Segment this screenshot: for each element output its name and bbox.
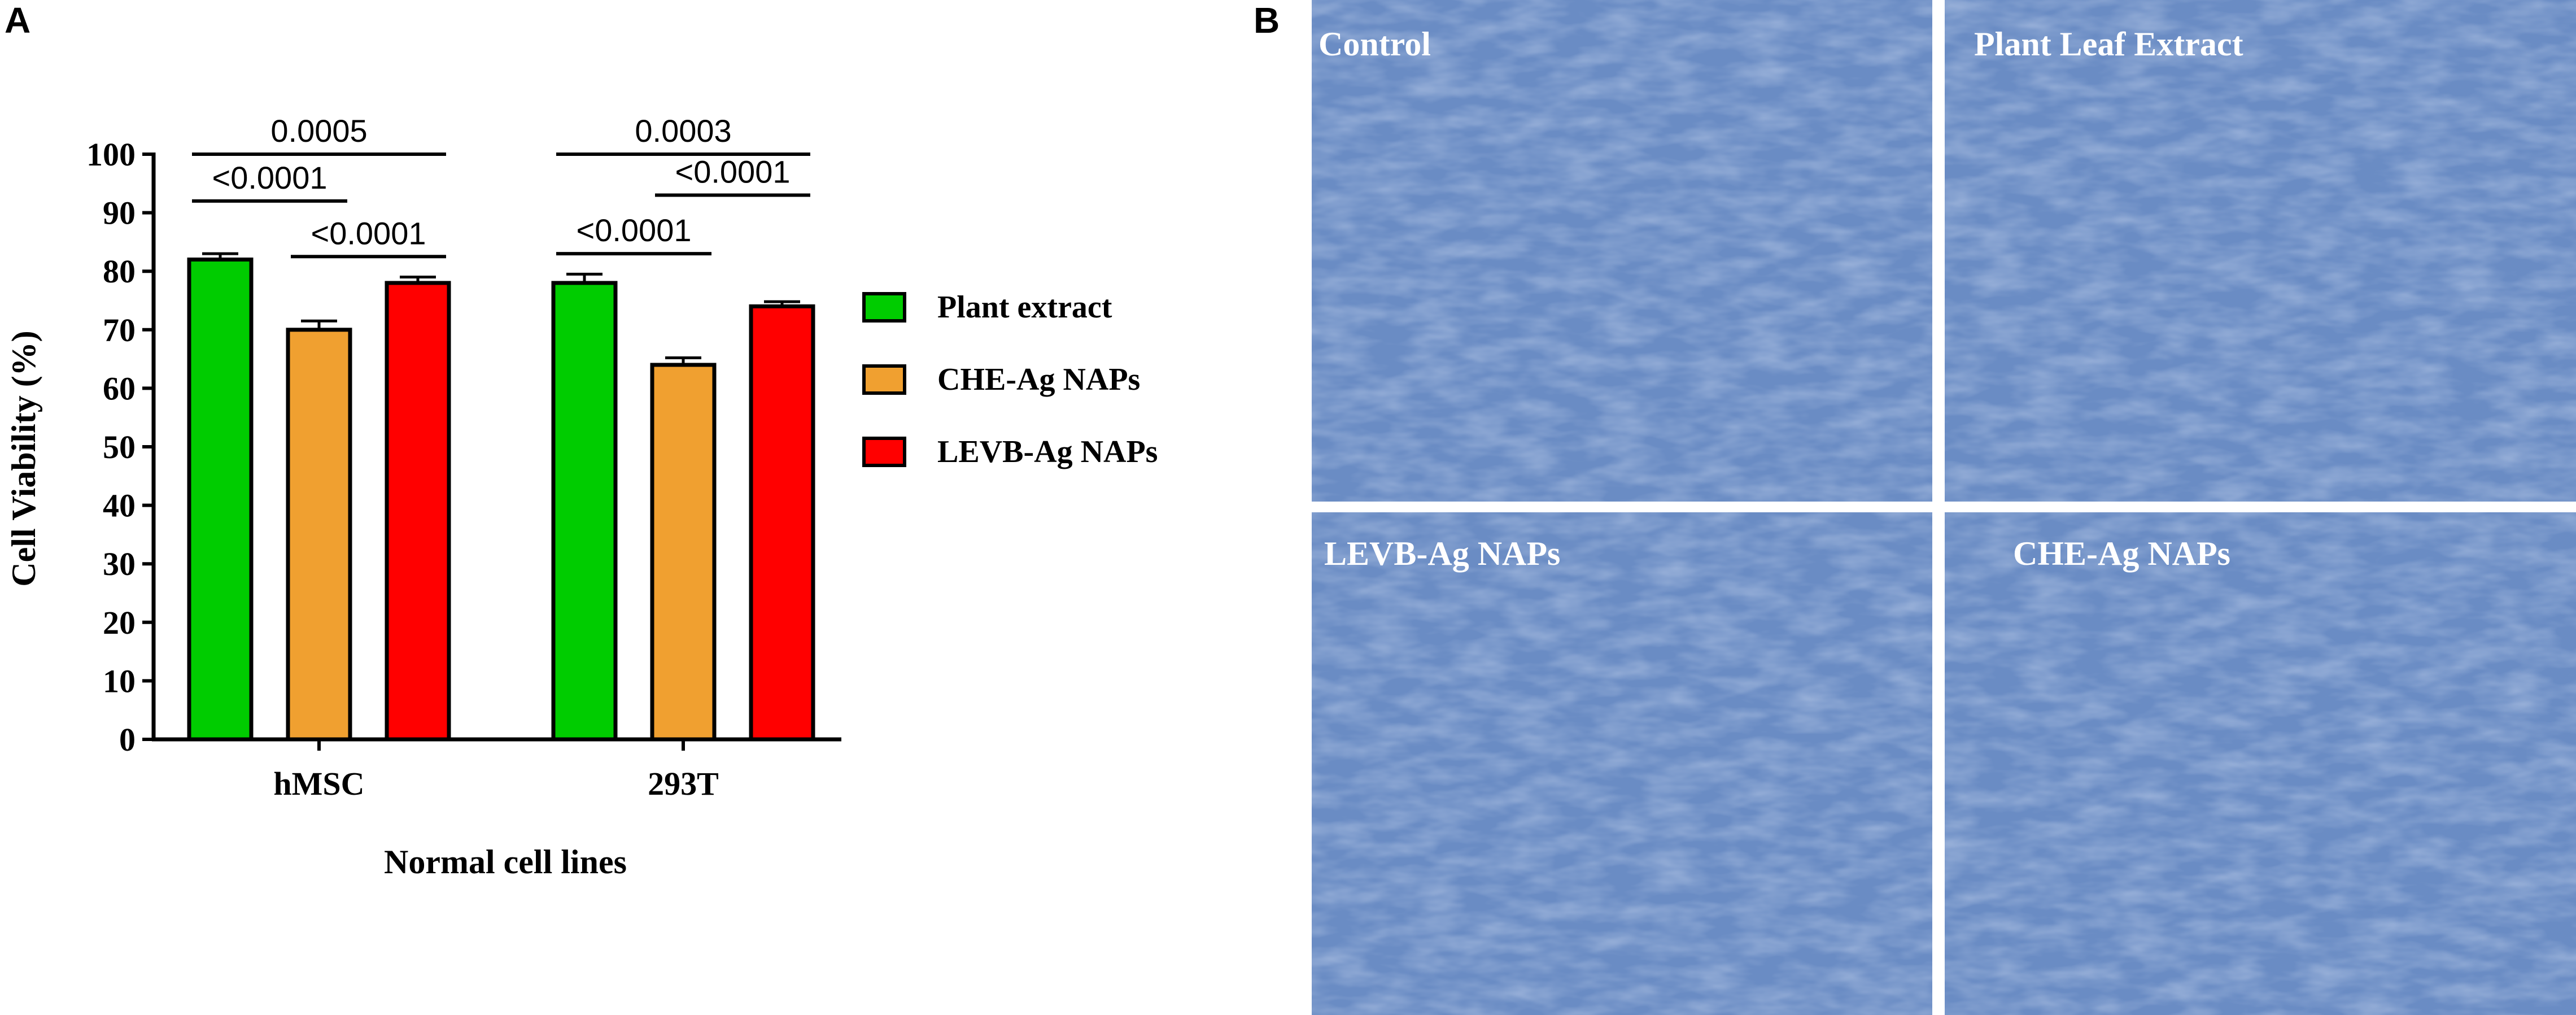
panel-a-letter: A [5,0,30,41]
chart-annotations: 0.0005 <0.0001 <0.0001 0.0003 <0.0001 <0.0001 [192,113,810,259]
micrograph-label: Plant Leaf Extract [1974,25,2243,63]
micrograph-label: Control [1318,25,1431,63]
y-tick-label: 80 [103,253,136,290]
bar [650,363,717,742]
p-value-label: <0.0001 [675,154,791,190]
x-tick-label: 293T [648,765,719,802]
y-tick-label: 40 [103,487,136,524]
bar [551,281,618,742]
legend-swatch [862,364,906,395]
x-tick-label: hMSC [273,765,364,802]
bar [187,257,254,742]
chart-axes: 0 10 20 30 40 50 60 70 80 90 100 hMSC 293T [86,136,841,802]
legend-swatch [862,437,906,467]
y-tick-label: 90 [103,195,136,232]
micrograph-texture [1945,512,2576,1015]
legend-label: Plant extract [937,290,1112,325]
chart-bars [187,252,815,742]
micrograph-texture [1312,0,1932,502]
bar [749,304,815,742]
panel-b-letter: B [1254,0,1280,41]
y-tick-label: 30 [103,546,136,582]
y-tick-label: 10 [103,663,136,699]
y-axis-title: Cell Viability (%) [5,330,42,586]
micrograph-texture [1945,0,2576,502]
x-axis-title: Normal cell lines [384,843,627,881]
legend-swatch [862,292,906,323]
micrograph-label: CHE-Ag NAPs [2013,535,2230,572]
micrograph-texture [1312,512,1932,1015]
y-tick-label: 20 [103,604,136,641]
y-tick-label: 60 [103,370,136,407]
y-tick-label: 0 [119,721,136,758]
bar [385,281,451,742]
y-tick-label: 70 [103,312,136,349]
p-value-label: <0.0001 [212,160,328,195]
y-tick-label: 50 [103,429,136,465]
p-value-label: 0.0003 [635,113,731,149]
y-tick-label: 100 [86,136,136,173]
legend-label: LEVB-Ag NAPs [937,434,1158,469]
p-value-label: <0.0001 [311,215,426,251]
p-value-label: 0.0005 [270,113,367,149]
p-value-label: <0.0001 [577,212,692,248]
micrograph-label: LEVB-Ag NAPs [1324,535,1560,572]
bar [286,328,352,742]
legend-label: CHE-Ag NAPs [937,362,1140,397]
